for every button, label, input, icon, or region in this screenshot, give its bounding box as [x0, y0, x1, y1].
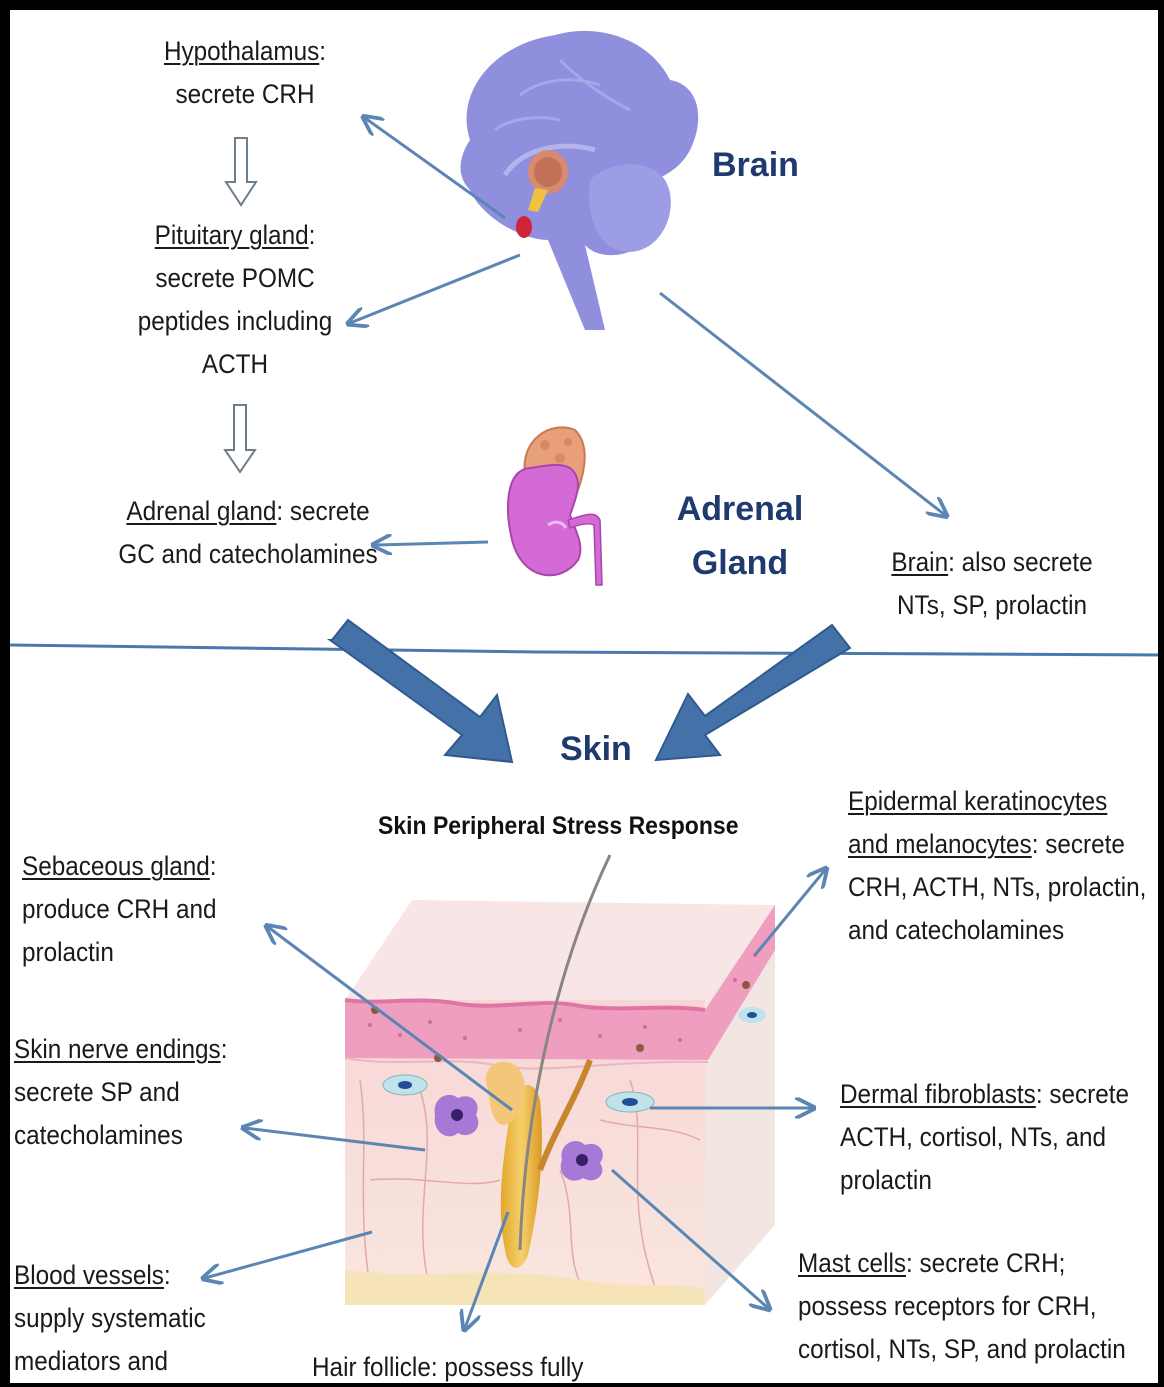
flow-down-arrow-1 — [226, 138, 256, 205]
epidermal-title2: and melanocytes — [848, 829, 1032, 859]
blood-vessels-line1: supply systematic — [14, 1297, 206, 1340]
hair-follicle-line1: Hair follicle: possess fully — [312, 1346, 583, 1387]
arrow-to-pituitary — [350, 255, 520, 323]
pituitary-label: Pituitary gland: secrete POMC peptides i… — [127, 214, 343, 386]
arrow-to-adrenal-label — [375, 542, 488, 545]
mast-title: Mast cells — [798, 1248, 906, 1278]
epidermal-title1: Epidermal keratinocytes — [848, 786, 1107, 816]
section-divider — [10, 645, 1164, 655]
frame-border-left — [0, 0, 10, 1387]
dermal-line1: ACTH, cortisol, NTs, and — [840, 1116, 1129, 1159]
hair-follicle-label: Hair follicle: possess fully — [312, 1346, 583, 1387]
adrenal-kidney-illustration — [508, 427, 602, 585]
sebaceous-label: Sebaceous gland: produce CRH and prolact… — [22, 845, 217, 974]
adrenal-title-line2: Gland — [676, 536, 804, 590]
brain-also-suffix: : also secrete — [948, 547, 1093, 577]
nerve-endings-label: Skin nerve endings: secrete SP and catec… — [14, 1028, 227, 1157]
hypothalamus-line1: secrete CRH — [155, 73, 335, 116]
mast-suffix: : secrete CRH; — [906, 1248, 1065, 1278]
frame-border-top — [0, 0, 1164, 10]
mast-cells-label: Mast cells: secrete CRH; possess recepto… — [798, 1242, 1126, 1371]
brain-title: Brain — [712, 146, 799, 185]
blood-vessels-label: Blood vessels: supply systematic mediato… — [14, 1254, 206, 1383]
epidermal-line1: CRH, ACTH, NTs, prolactin, — [848, 866, 1146, 909]
adrenal-label-line1: GC and catecholamines — [113, 533, 383, 576]
block-arrow-right — [656, 625, 850, 760]
nerve-endings-line1: secrete SP and — [14, 1071, 227, 1114]
epidermal-line2: and catecholamines — [848, 909, 1146, 952]
sebaceous-line1: produce CRH and — [22, 888, 217, 931]
pituitary-title: Pituitary gland — [155, 220, 309, 250]
dermal-title: Dermal fibroblasts — [840, 1079, 1036, 1109]
frame-border-bottom — [0, 1383, 1164, 1387]
blood-vessels-title: Blood vessels — [14, 1260, 164, 1290]
brain-also-title: Brain — [891, 547, 948, 577]
mast-line1: possess receptors for CRH, — [798, 1285, 1126, 1328]
skin-title: Skin — [560, 730, 632, 769]
pituitary-line2: peptides including — [127, 300, 343, 343]
mast-line2: cortisol, NTs, SP, and prolactin — [798, 1328, 1126, 1371]
nerve-endings-line2: catecholamines — [14, 1114, 227, 1157]
skin-cross-section-illustration — [345, 855, 775, 1305]
adrenal-label-title: Adrenal gland — [126, 496, 276, 526]
sebaceous-line2: prolactin — [22, 931, 217, 974]
block-arrow-left — [330, 620, 512, 762]
epidermal-suffix: : secrete — [1032, 829, 1125, 859]
blood-vessels-line2: mediators and — [14, 1340, 206, 1383]
hypothalamus-label: Hypothalamus: secrete CRH — [155, 30, 335, 116]
brain-also-line1: NTs, SP, prolactin — [889, 584, 1096, 627]
frame-border-right — [1158, 0, 1164, 1387]
dermal-suffix: : secrete — [1036, 1079, 1129, 1109]
adrenal-title-line1: Adrenal — [676, 482, 804, 536]
brain-also-label: Brain: also secrete NTs, SP, prolactin — [889, 541, 1096, 627]
adrenal-label-suffix: : secrete — [276, 496, 369, 526]
flow-down-arrow-2 — [225, 405, 255, 472]
pituitary-line3: ACTH — [127, 343, 343, 386]
nerve-endings-title: Skin nerve endings — [14, 1034, 221, 1064]
epidermal-label: Epidermal keratinocytes and melanocytes:… — [848, 780, 1146, 952]
brain-illustration — [461, 31, 699, 330]
adrenal-label: Adrenal gland: secrete GC and catecholam… — [113, 490, 383, 576]
adrenal-gland-title: Adrenal Gland — [676, 482, 804, 590]
sebaceous-title: Sebaceous gland — [22, 851, 210, 881]
hypothalamus-title: Hypothalamus — [164, 36, 319, 66]
dermal-fibroblasts-label: Dermal fibroblasts: secrete ACTH, cortis… — [840, 1073, 1129, 1202]
skin-subtitle: Skin Peripheral Stress Response — [378, 812, 738, 841]
pituitary-line1: secrete POMC — [127, 257, 343, 300]
dermal-line2: prolactin — [840, 1159, 1129, 1202]
